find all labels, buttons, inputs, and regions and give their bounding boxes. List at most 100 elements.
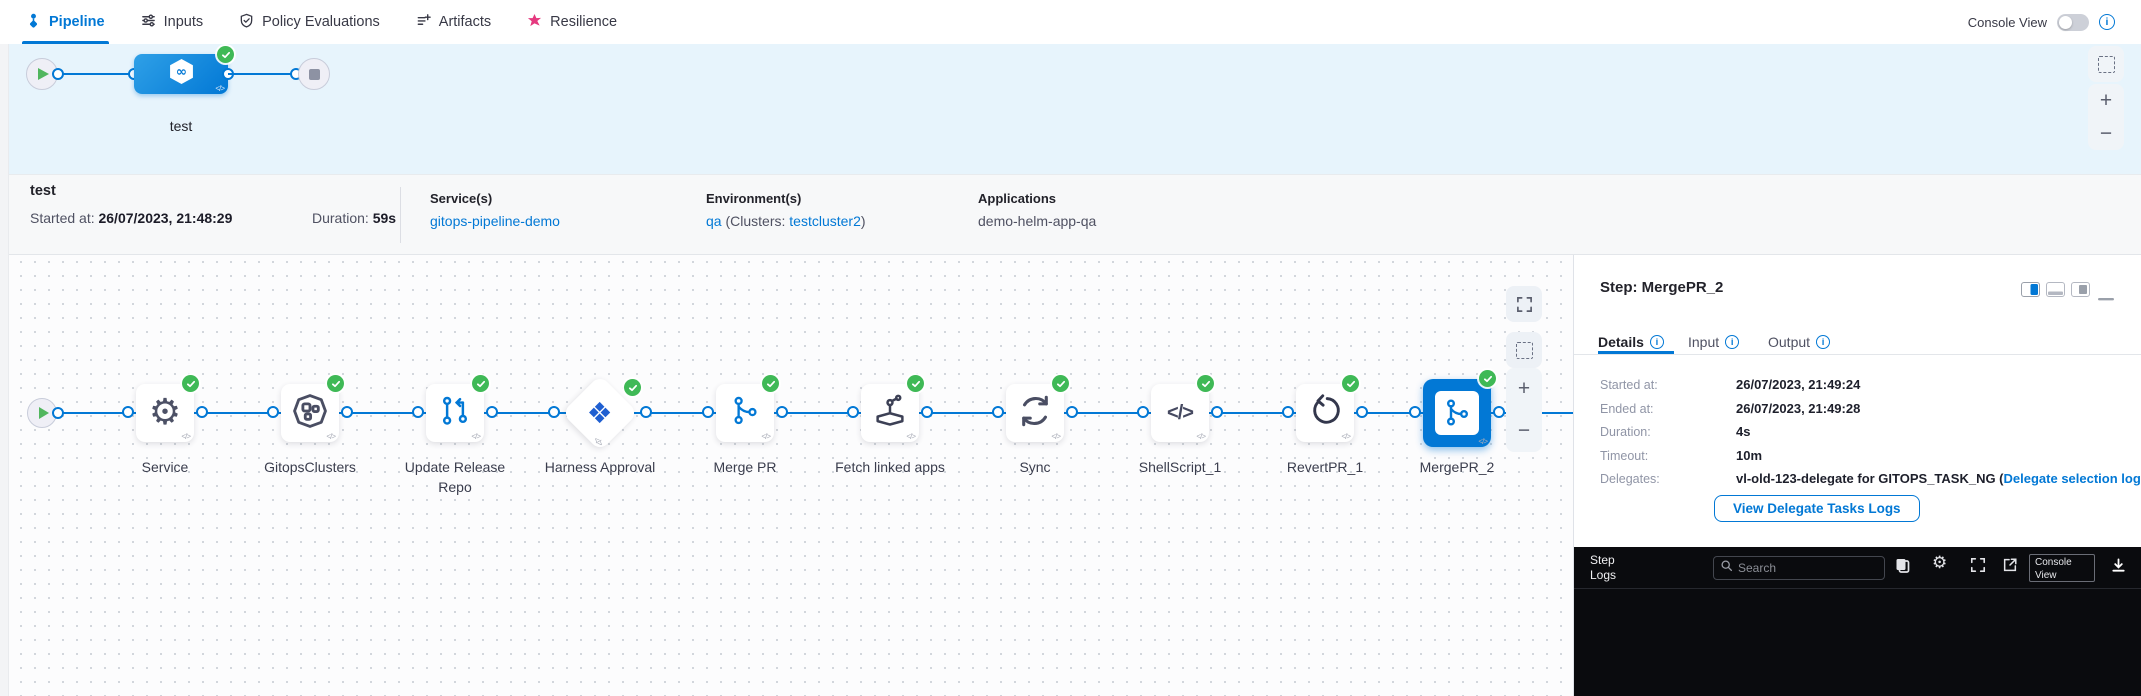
step-card[interactable]: </>: [1423, 379, 1491, 447]
cluster-link[interactable]: testcluster2: [789, 213, 861, 229]
success-check-icon: [182, 375, 199, 392]
divider: [400, 187, 401, 243]
connector-dot: [267, 406, 279, 418]
selection-mode-button[interactable]: [1506, 332, 1542, 368]
connector-dot: [1137, 406, 1149, 418]
step-card[interactable]: </>: [861, 384, 919, 442]
environment-value: qa (Clusters: testcluster2): [706, 213, 866, 229]
connector-dot: [640, 406, 652, 418]
connector-dot: [1493, 406, 1505, 418]
connector-dot: [992, 406, 1004, 418]
run-end-node[interactable]: [298, 58, 330, 90]
step-label: MergePR_2: [1419, 459, 1495, 475]
tab-pipeline[interactable]: Pipeline: [22, 0, 109, 44]
layout-inset-icon[interactable]: [2071, 282, 2090, 302]
step-card[interactable]: </>: [1006, 384, 1064, 442]
connector-dot: [52, 407, 64, 419]
services-label: Service(s): [430, 191, 493, 206]
step-label: RevertPR_1: [1286, 459, 1364, 475]
tab-resilience[interactable]: Resilience: [527, 0, 617, 44]
svg-text:∞: ∞: [175, 64, 186, 80]
step-card[interactable]: </>: [1296, 384, 1354, 442]
connector-dot: [52, 68, 64, 80]
execution-graph-canvas[interactable]: ⚙</>Service</>GitopsClusters</>Update Re…: [0, 255, 1573, 696]
play-icon: [38, 68, 49, 80]
stop-icon: [308, 68, 320, 80]
fullscreen-icon[interactable]: [1970, 557, 1986, 578]
dashed-selection-icon: [2097, 55, 2115, 73]
step-card[interactable]: ⚙</>: [136, 384, 194, 442]
shield-check-icon: [239, 13, 254, 32]
gitops-hexagon-icon: ∞: [168, 58, 195, 90]
zoom-in-icon[interactable]: +: [1517, 377, 1531, 400]
step-card[interactable]: </></>: [1151, 384, 1209, 442]
success-check-icon: [1342, 375, 1359, 392]
console-view-label: Console View: [1967, 14, 2047, 30]
log-search-box[interactable]: [1713, 556, 1885, 580]
applications-value: demo-helm-app-qa: [978, 213, 1097, 229]
field-ended-at: Ended at:26/07/2023, 21:49:28: [1600, 400, 1861, 416]
success-check-icon: [1479, 370, 1496, 387]
zoom-in-icon[interactable]: +: [2099, 88, 2113, 112]
tab-artifacts[interactable]: Artifacts: [416, 0, 491, 44]
play-icon: [38, 407, 49, 419]
tab-inputs[interactable]: Inputs: [141, 0, 203, 44]
step-card[interactable]: </>: [281, 384, 339, 442]
minimap-zoom-controls[interactable]: + −: [2088, 84, 2124, 150]
layout-bottom-split-icon[interactable]: [2046, 282, 2065, 302]
open-in-new-icon[interactable]: [2002, 557, 2018, 578]
field-delegates: Delegates: vl-old-123-delegate for GITOP…: [1574, 469, 2141, 493]
success-check-icon: [1052, 375, 1069, 392]
console-view-toggle[interactable]: [2057, 13, 2089, 31]
info-icon: i: [1816, 334, 1831, 349]
zoom-out-icon[interactable]: −: [2099, 121, 2113, 145]
divider: [1574, 354, 2141, 355]
download-icon[interactable]: [2110, 557, 2127, 579]
success-check-icon: [624, 379, 641, 396]
run-started-at: Started at: 26/07/2023, 21:48:29: [30, 210, 233, 226]
inputs-icon: [141, 13, 156, 32]
gear-icon[interactable]: ⚙: [1932, 553, 1948, 573]
copy-icon[interactable]: [1894, 557, 1912, 580]
info-icon[interactable]: i: [2099, 14, 2115, 30]
service-link[interactable]: gitops-pipeline-demo: [430, 213, 560, 229]
code-template-icon: </>: [591, 435, 605, 448]
view-delegate-tasks-logs-button[interactable]: View Delegate Tasks Logs: [1714, 495, 1920, 522]
active-tab-underline: [1598, 351, 1674, 354]
zoom-out-icon[interactable]: −: [1517, 419, 1531, 442]
tab-label: Resilience: [550, 14, 618, 30]
log-search-input[interactable]: [1738, 561, 1868, 575]
tab-policy-evaluations[interactable]: Policy Evaluations: [239, 0, 380, 44]
step-label: Sync: [1019, 459, 1051, 475]
fit-to-screen-button[interactable]: [1506, 286, 1542, 322]
field-timeout: Timeout:10m: [1600, 447, 1763, 463]
selection-mode-button[interactable]: [2088, 46, 2124, 82]
connector-dot: [921, 406, 933, 418]
step-card[interactable]: </>: [426, 384, 484, 442]
connector-dot: [1066, 406, 1078, 418]
step-label: Update Release Repo: [404, 459, 506, 495]
tab-label: Policy Evaluations: [262, 14, 380, 30]
delegate-selection-logs-link[interactable]: Delegate selection logs: [2003, 471, 2141, 486]
git-merge-icon: [1435, 391, 1479, 435]
canvas-zoom-controls[interactable]: + −: [1506, 368, 1542, 452]
minimize-panel-icon[interactable]: [2098, 288, 2114, 306]
stage-node-test[interactable]: ∞ </>: [134, 46, 234, 94]
layout-right-split-icon[interactable]: [2021, 282, 2040, 302]
connector-dot: [122, 406, 134, 418]
connector-dot: [1409, 406, 1421, 418]
code-template-icon: </>: [326, 432, 336, 441]
step-label: Merge PR: [713, 459, 777, 475]
step-card[interactable]: </>: [716, 384, 774, 442]
success-check-icon: [1197, 375, 1214, 392]
run-name: test: [30, 183, 56, 199]
environment-link[interactable]: qa: [706, 213, 722, 229]
code-template-icon: </>: [906, 432, 916, 441]
